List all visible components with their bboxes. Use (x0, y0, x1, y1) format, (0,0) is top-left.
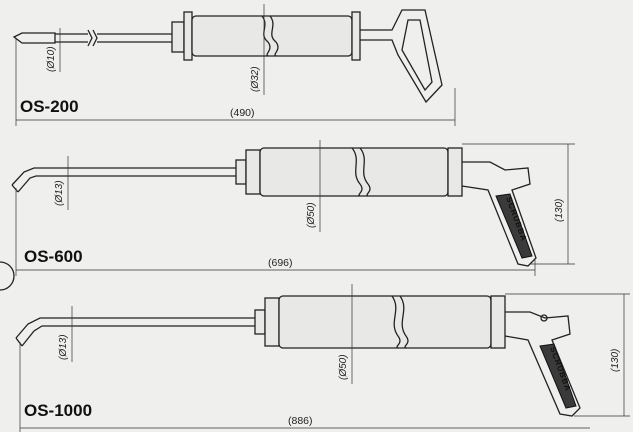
os-600-tube-diameter: (Ø13) (54, 180, 65, 206)
os-1000-barrel (278, 295, 492, 349)
os-200-break (87, 29, 98, 47)
os-200-handle (360, 9, 443, 104)
os-200-length: (490) (230, 107, 255, 119)
os-600-tube (11, 167, 236, 193)
os-1000-length: (886) (288, 415, 313, 427)
os-600-barrel (259, 147, 449, 197)
os-1000-height: (130) (610, 349, 621, 372)
os-600-cap (245, 149, 261, 195)
os-1000-label: OS-1000 (24, 401, 92, 420)
os-600-grip (461, 161, 537, 267)
os-600-drawing: SCRUBBA (Ø13) (Ø50) (130) (696) OS-600 (11, 140, 575, 276)
os-200-tube (55, 33, 88, 43)
os-200-nozzle (12, 32, 56, 44)
os-200-tube-diameter: (Ø10) (46, 46, 57, 72)
os-600-label: OS-600 (24, 247, 83, 266)
os-1000-cap (264, 297, 280, 347)
os-600-height: (130) (554, 199, 565, 222)
os-1000-tube (15, 317, 255, 347)
edge-circle (0, 261, 15, 291)
os-200-drawing: (Ø10) (Ø32) (490) OS-200 (12, 4, 456, 126)
os-1000-tube-diameter: (Ø13) (58, 334, 69, 360)
os-600-length: (696) (268, 257, 293, 269)
os-1000-drawing: SCRUBBA (Ø13) (Ø50) (130) (886) OS-1000 (15, 284, 630, 432)
os-1000-grip (504, 311, 581, 417)
os-600-body-diameter: (Ø50) (306, 202, 317, 228)
os-200-cap (171, 21, 185, 53)
os-1000-body-diameter: (Ø50) (338, 354, 349, 380)
os-200-body-diameter: (Ø32) (250, 66, 261, 92)
os-200-label: OS-200 (20, 97, 79, 116)
